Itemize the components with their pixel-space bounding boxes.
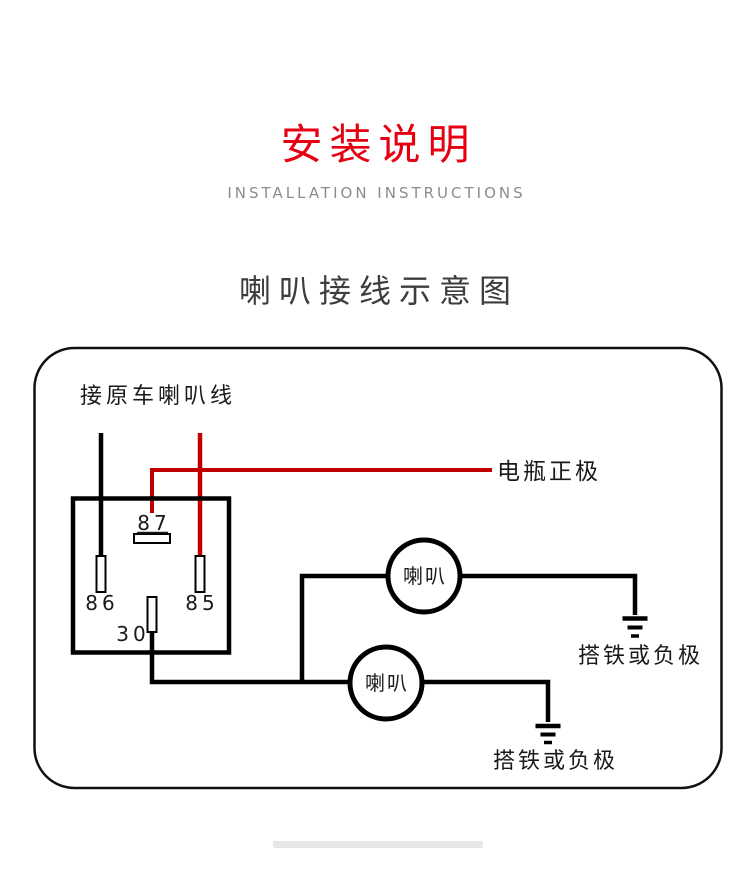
relay-pin87-terminal [133,533,171,544]
page-title: 安装说明 [280,120,477,169]
ground-symbol-upper [622,616,648,638]
wire-battery-positive-red [150,468,492,513]
lower-horn-label: 喇叭 [365,671,409,695]
diagram-frame [33,346,723,790]
lower-ground-label: 搭铁或负极 [493,749,618,774]
page-subtitle: INSTALLATION INSTRUCTIONS [227,184,526,202]
wire-pin30-to-lower-horn [149,630,350,685]
ground-symbol-lower [535,723,561,745]
relay-pin30-terminal [146,596,158,633]
wire-lower-horn-to-ground [421,679,551,722]
relay-pin85-terminal [194,555,206,593]
original-horn-wire-label: 接原车喇叭线 [80,384,236,409]
upper-horn-circle [385,537,463,615]
upper-horn-label: 喇叭 [403,564,447,588]
upper-ground-label: 搭铁或负极 [578,644,703,669]
relay-pin86-terminal [95,555,107,593]
relay-pin86-label: 86 [85,591,118,615]
battery-positive-label: 电瓶正极 [497,459,601,485]
wire-upper-horn-to-ground [458,573,638,615]
bottom-divider [273,841,483,848]
relay-pin30-label: 30 [116,622,149,646]
relay-pin85-label: 85 [185,591,218,615]
wire-branch-to-upper-horn [299,573,390,684]
lower-horn-circle [347,644,425,722]
relay-box [70,496,232,655]
diagram-heading: 喇叭接线示意图 [238,272,519,310]
relay-pin87-label: 87 [137,511,170,535]
